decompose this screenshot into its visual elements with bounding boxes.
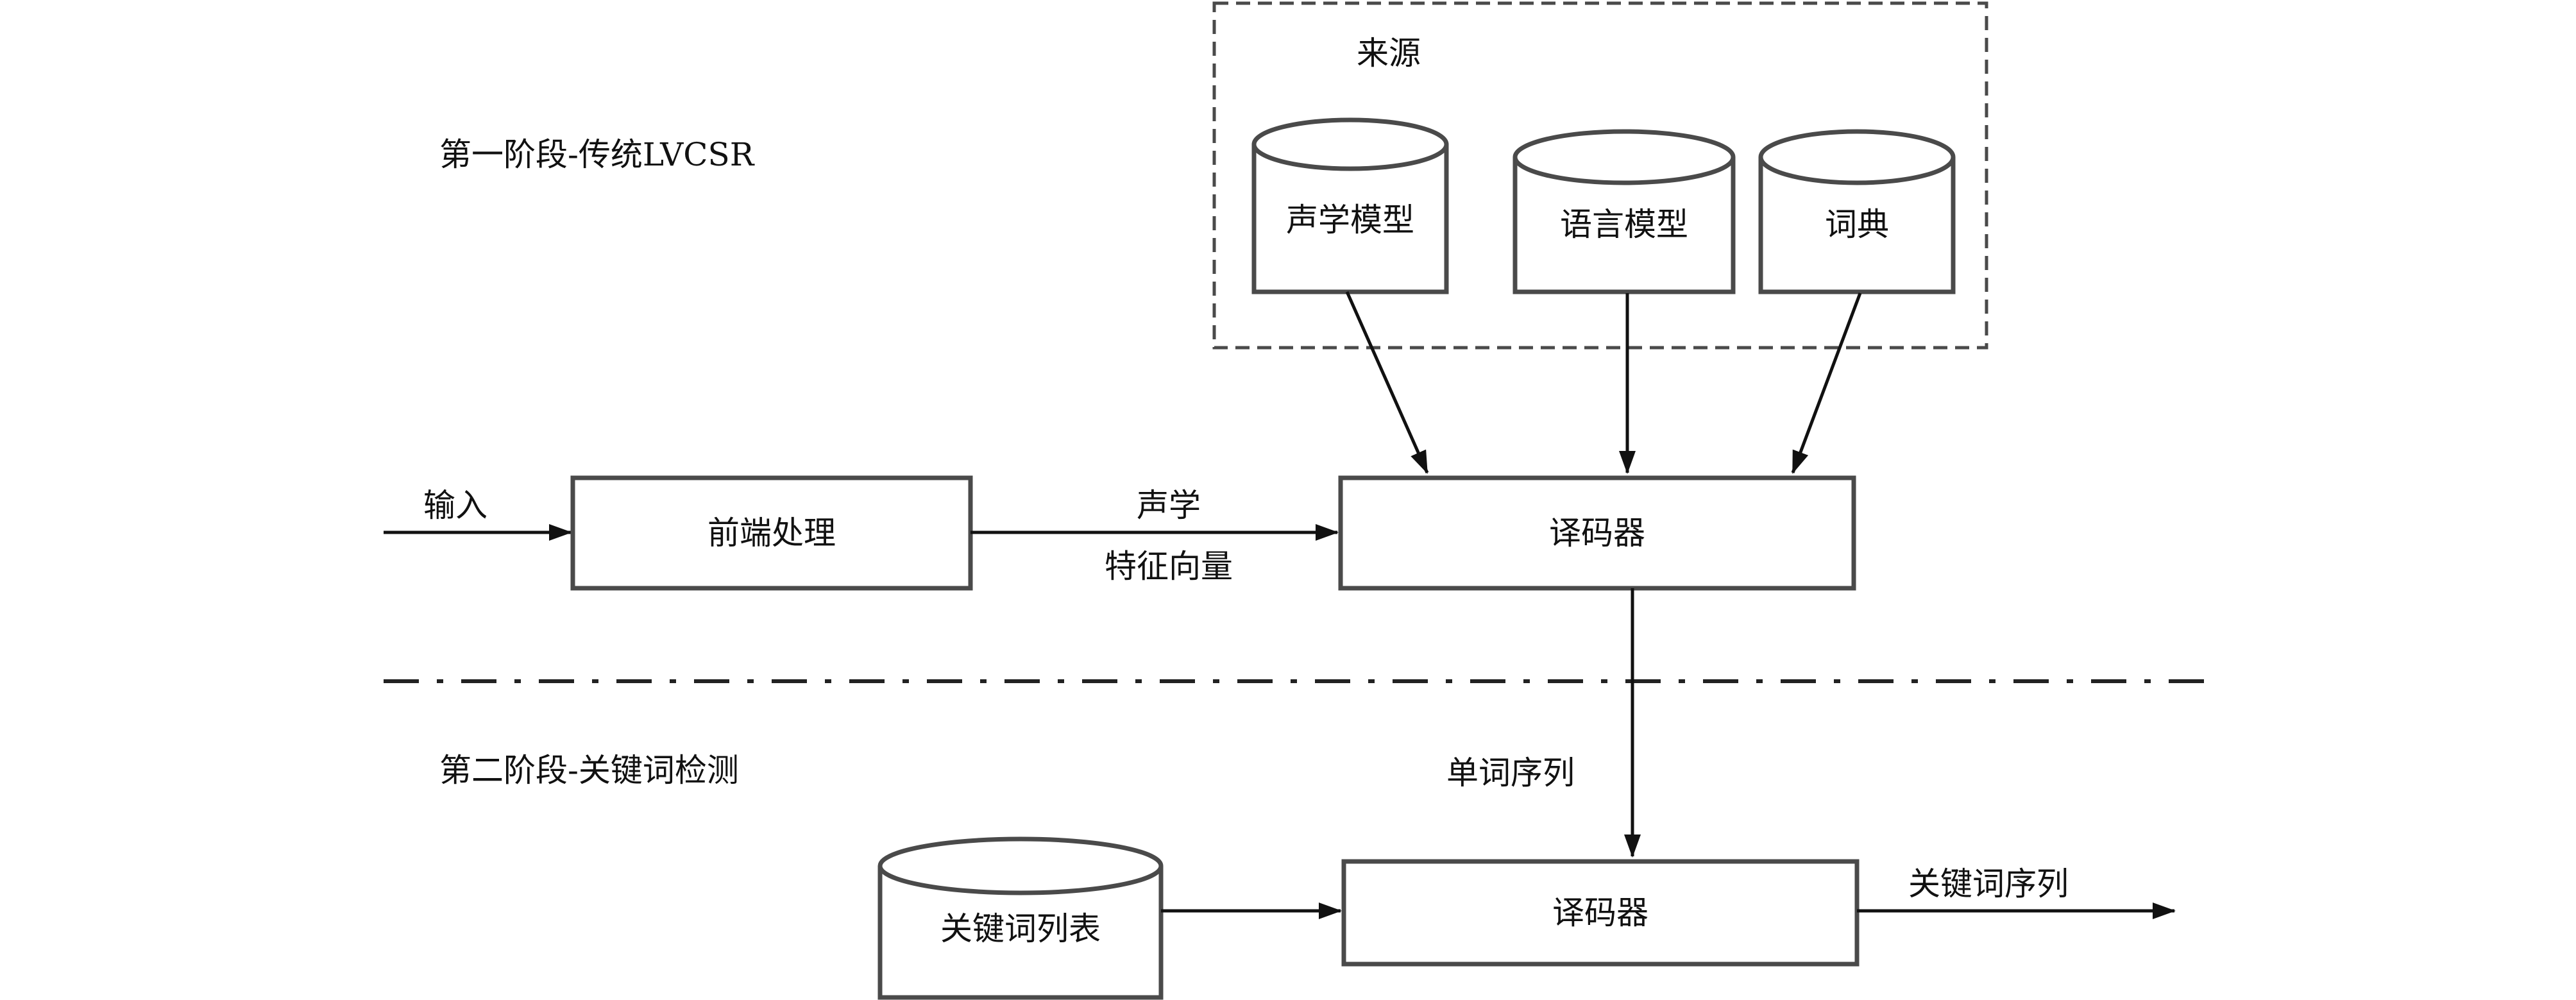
language-model-cylinder: 语言模型 [1513, 129, 1736, 294]
sources-label: 来源 [1357, 35, 1421, 72]
decoder1-box [1338, 475, 1856, 591]
keyword-list-label: 关键词列表 [940, 910, 1101, 947]
decoder2-label: 译码器 [1552, 894, 1648, 931]
acoustic-model-label: 声学模型 [1286, 201, 1414, 239]
keyword-list-cylinder: 关键词列表 [877, 836, 1164, 1000]
decoder1-label: 译码器 [1549, 514, 1645, 552]
output-label: 关键词序列 [1908, 865, 2069, 903]
decoder2-box [1341, 859, 1860, 967]
features-label-line2: 特征向量 [1105, 548, 1233, 585]
language-model-label: 语言模型 [1560, 206, 1688, 243]
dictionary-to-decoder-arrow [1791, 292, 1862, 474]
acoustic-model-cylinder: 声学模型 [1251, 117, 1449, 294]
features-label-line1: 声学 [1137, 487, 1201, 524]
sources-group-box [1212, 1, 1988, 350]
stage1-title: 第一阶段-传统LVCSR [439, 136, 755, 173]
word-sequence-label: 单词序列 [1446, 754, 1575, 792]
dictionary-label: 词典 [1825, 206, 1889, 243]
stage2-title: 第二阶段-关键词检测 [439, 752, 739, 789]
frontend-label: 前端处理 [708, 514, 836, 552]
acoustic-to-decoder-arrow [1345, 291, 1429, 474]
input-label: 输入 [423, 487, 487, 524]
dictionary-cylinder: 词典 [1758, 129, 1956, 294]
